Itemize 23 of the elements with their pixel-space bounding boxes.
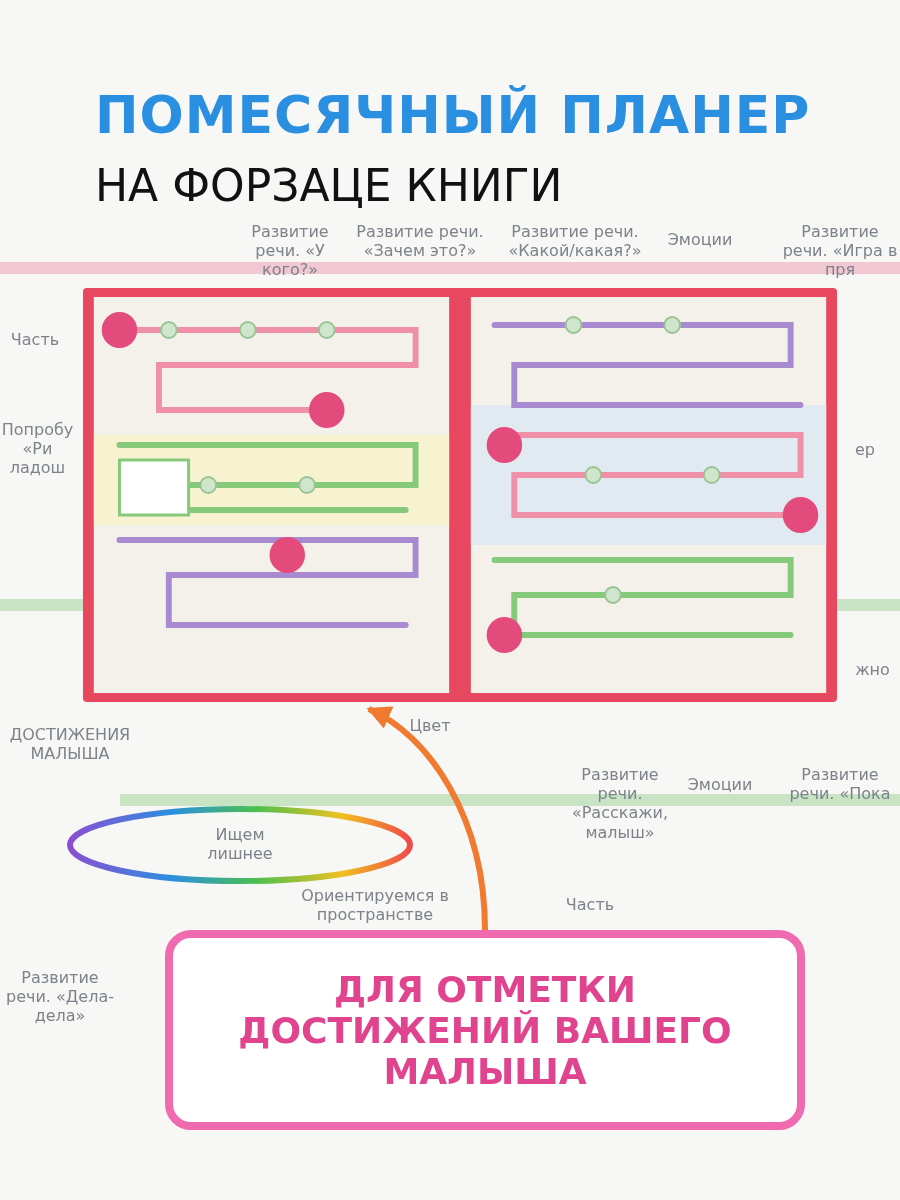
background-label: Развитие речи. «Игра в пря (781, 222, 899, 280)
arrow (366, 706, 488, 931)
background-label: жно (854, 660, 891, 680)
background-label: Развитие речи. «Дела-дела» (5, 968, 115, 1026)
background-label: ер (854, 440, 876, 460)
background-label: Развитие речи. «У кого?» (250, 222, 330, 280)
callout-box: ДЛЯ ОТМЕТКИ ДОСТИЖЕНИЙ ВАШЕГО МАЛЫША (165, 930, 805, 1130)
subtitle: НА ФОРЗАЦЕ КНИГИ (95, 160, 563, 212)
book-drawing (80, 285, 840, 705)
background-label: Часть (9, 330, 61, 350)
background-label: Развитие речи. «Пока (788, 765, 892, 804)
background-label: Развитие речи. «Какой/какая?» (507, 222, 643, 261)
background-label: Развитие речи. «Расскажи, малыш» (570, 765, 670, 842)
background-label: Эмоции (686, 775, 754, 795)
title: ПОМЕСЯЧНЫЙ ПЛАНЕР (95, 85, 811, 145)
background-label: Эмоции (666, 230, 734, 250)
background-label: Цвет (408, 716, 452, 736)
background-label: ДОСТИЖЕНИЯ МАЛЫША (8, 725, 132, 764)
background-label: Развитие речи. «Зачем это?» (355, 222, 485, 261)
background-label: Попробу «Ри ладош (0, 420, 75, 478)
background-label: Ищем лишнее (206, 825, 274, 864)
background-label: Часть (564, 895, 616, 915)
background-label: Ориентируемся в пространстве (300, 886, 450, 925)
